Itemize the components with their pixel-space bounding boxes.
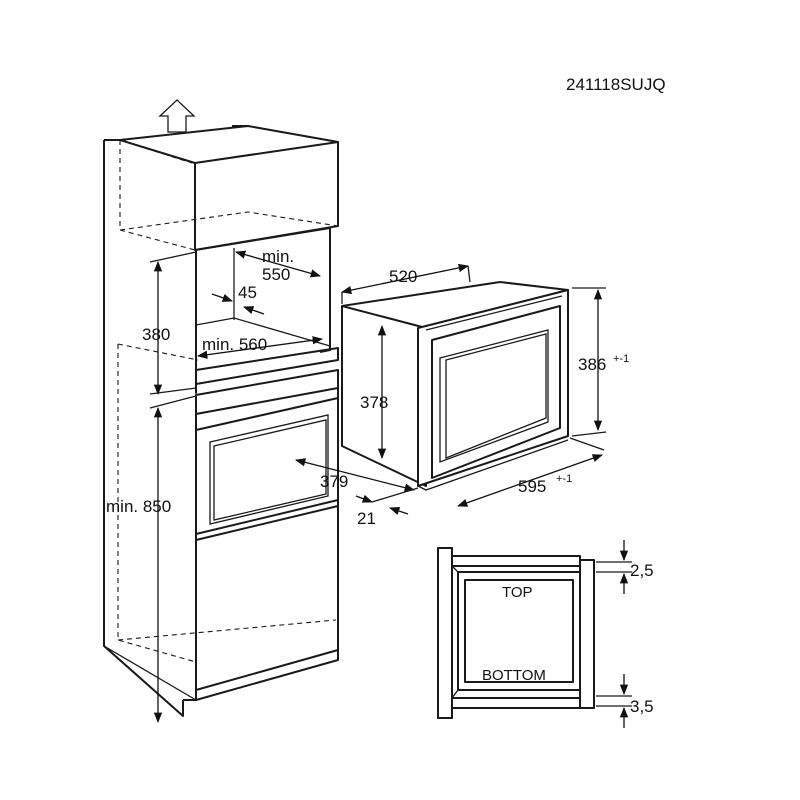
dim-top-gap: 45	[238, 283, 257, 302]
dim-height-380: 380	[142, 325, 170, 344]
cabinet-dimensions: min. 550 45 380 min. 560 min. 850	[106, 247, 324, 724]
section-top-label: TOP	[502, 584, 533, 601]
drawing-code: 241118SUJQ	[566, 75, 666, 94]
dim-depth-min-label-2: 550	[262, 265, 290, 284]
arrow-up-outline-icon	[158, 99, 196, 133]
dim-width-min: min. 560	[202, 335, 267, 354]
dim-gap-top: 2,5	[630, 561, 654, 580]
dim-gap-bottom: 3,5	[630, 697, 654, 716]
dim-width-front: 595	[518, 477, 546, 496]
dim-frame-offset: 21	[357, 509, 376, 528]
dim-depth: 520	[389, 267, 417, 286]
built-in-appliance	[341, 281, 569, 491]
dim-height-front-tol: +-1	[613, 353, 629, 365]
dim-height-front: 386	[578, 355, 606, 374]
dim-body-width: 379	[320, 472, 348, 491]
appliance-dimensions: 520 386 +-1 378 379 595 +-1 21	[294, 263, 629, 528]
section-bottom-label: BOTTOM	[482, 667, 546, 684]
dim-height-body: 378	[360, 393, 388, 412]
dim-depth-min-label-1: min.	[262, 247, 294, 266]
section-detail: TOP BOTTOM 2,5 3,5	[437, 540, 654, 728]
dim-floor-height-min: min. 850	[106, 497, 171, 516]
dim-width-front-tol: +-1	[556, 473, 572, 485]
kitchen-cabinet	[103, 99, 339, 717]
